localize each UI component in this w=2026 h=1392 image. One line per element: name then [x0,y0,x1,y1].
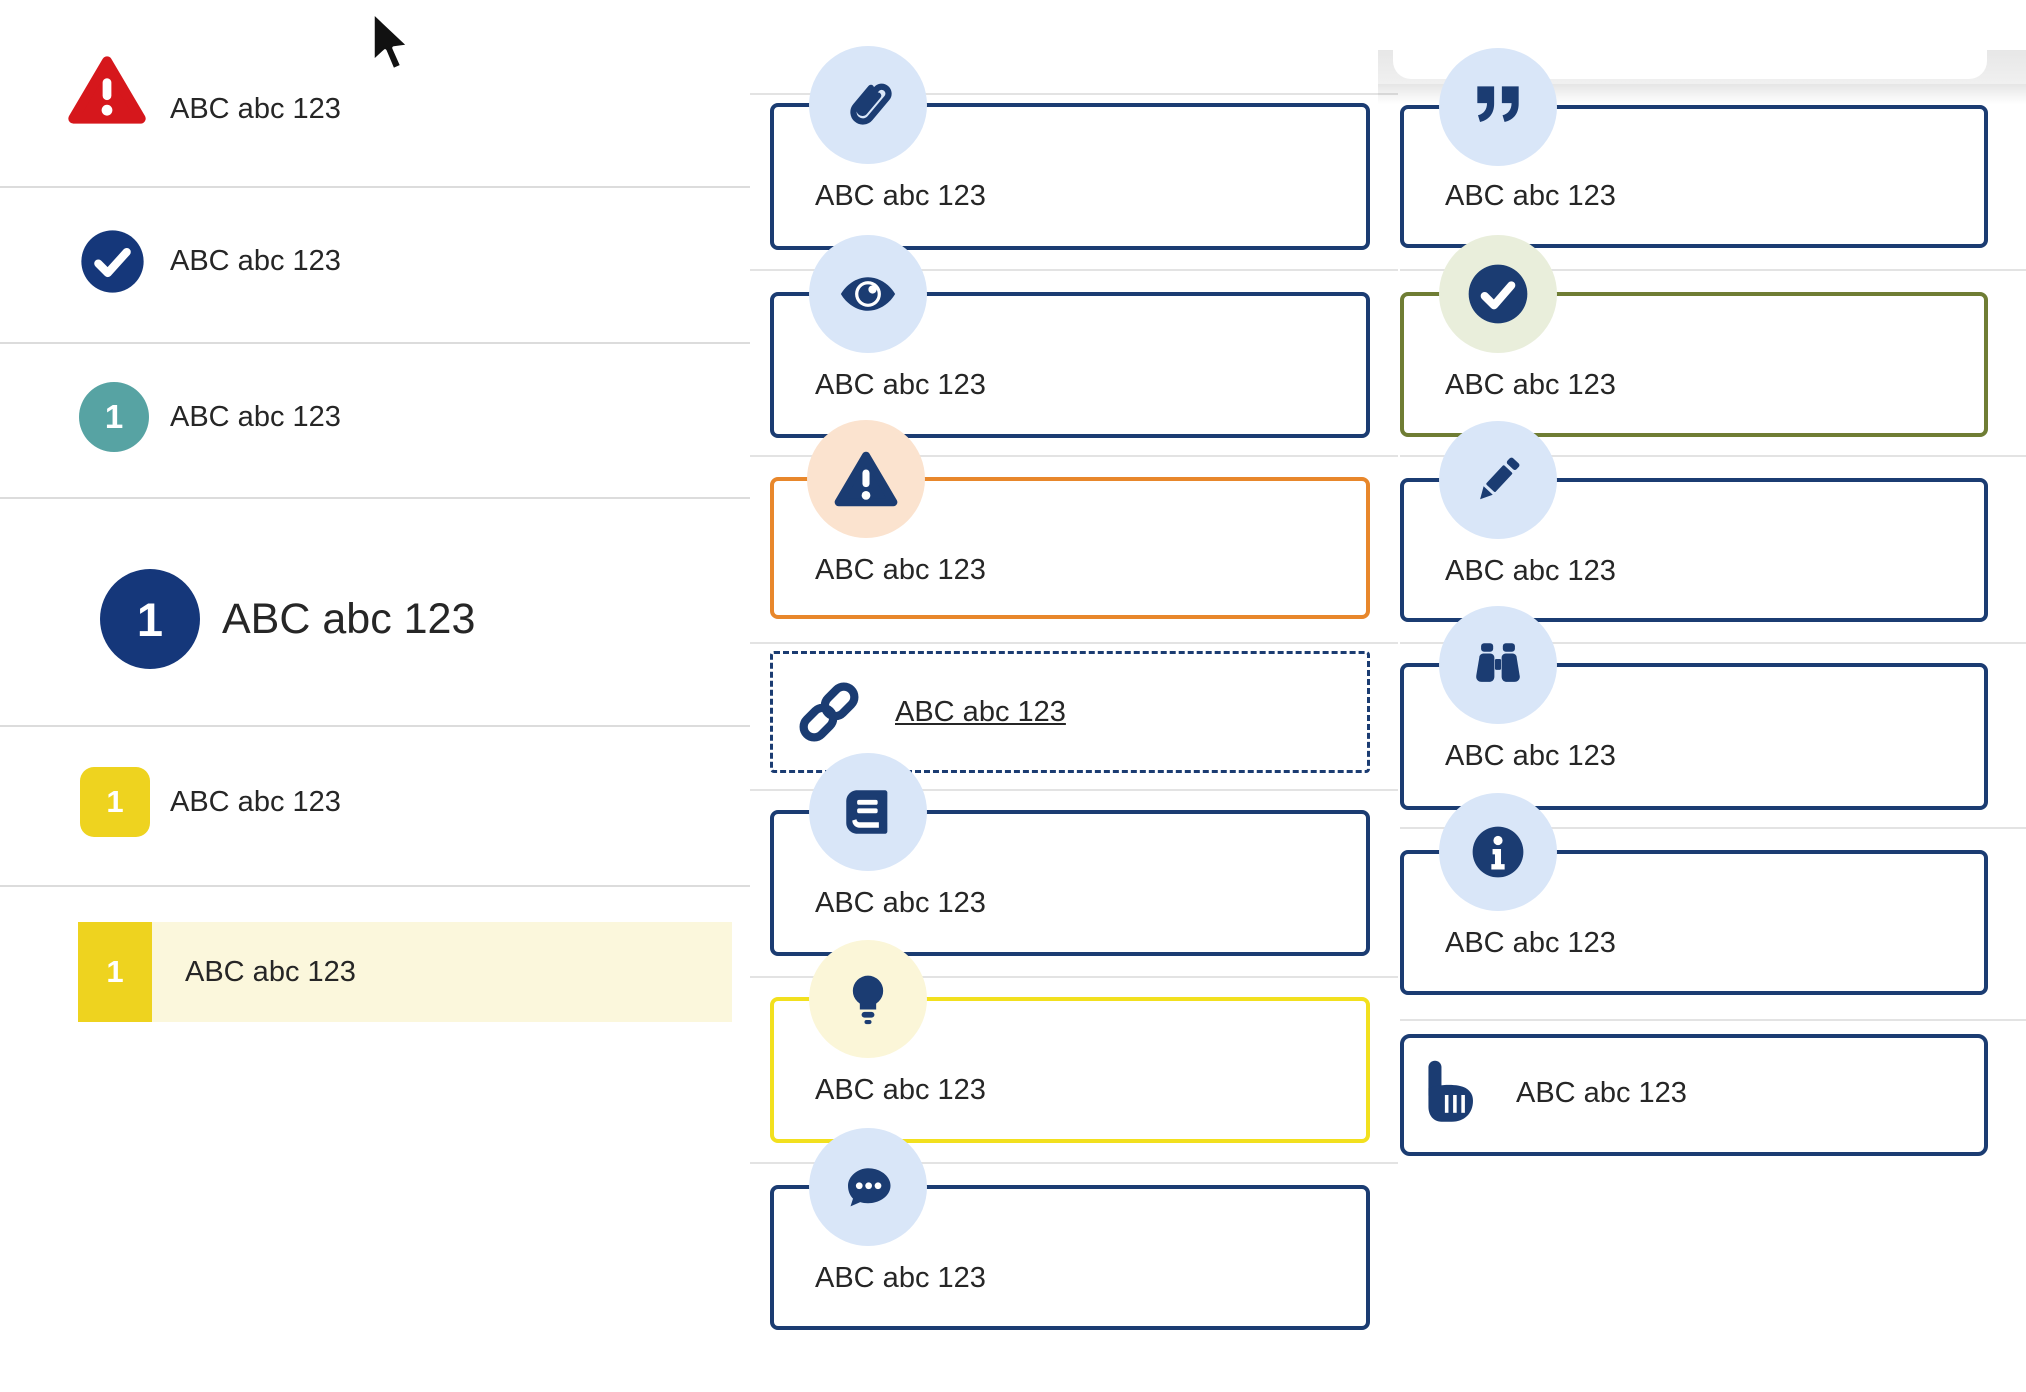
list-item-step-highlighted: 1 ABC abc 123 [0,922,750,1022]
callout-label: ABC abc 123 [815,887,986,919]
quote-icon [1439,48,1557,166]
step-number-badge: 1 [78,922,152,1022]
divider [750,976,1398,978]
callout-label: ABC abc 123 [1445,369,1616,401]
divider [1400,455,2026,457]
callout-action [1400,1034,1988,1156]
book-icon [809,753,927,871]
divider [1400,827,2026,829]
eye-icon [809,235,927,353]
divider [0,885,750,887]
divider [750,269,1398,271]
step-number-badge: 1 [79,382,149,452]
info-circle-icon [1439,793,1557,911]
list-item-label: ABC abc 123 [222,595,476,643]
callout-label: ABC abc 123 [815,180,986,212]
hand-pointer-icon [1416,1058,1482,1132]
divider [750,1162,1398,1164]
list-item-label: ABC abc 123 [185,956,356,988]
callout-label: ABC abc 123 [1445,740,1616,772]
callout-link-text[interactable]: ABC abc 123 [895,696,1066,728]
callout-label: ABC abc 123 [815,369,986,401]
callout-label: ABC abc 123 [815,1074,986,1106]
callout-label: ABC abc 123 [1445,927,1616,959]
divider [750,789,1398,791]
divider [0,497,750,499]
divider [1400,1019,2026,1021]
alert-triangle-icon [66,53,148,127]
lightbulb-icon [809,940,927,1058]
list-item-alert: ABC abc 123 [0,51,750,167]
divider [750,455,1398,457]
binoculars-icon [1439,606,1557,724]
list-item-label: ABC abc 123 [170,401,341,433]
highlight-band [152,922,732,1022]
list-item-step-teal: 1 ABC abc 123 [0,359,750,475]
link-icon [793,676,865,748]
divider [750,93,1398,95]
alert-triangle-icon [807,420,925,538]
paperclip-icon [809,46,927,164]
list-item-step-yellow: 1 ABC abc 123 [0,744,750,860]
divider [1400,269,2026,271]
divider [750,642,1398,644]
arrow-cursor [368,10,418,80]
divider [0,342,750,344]
callout-label: ABC abc 123 [1516,1077,1687,1109]
divider [0,725,750,727]
list-item-label: ABC abc 123 [170,786,341,818]
callout-label: ABC abc 123 [1445,180,1616,212]
check-circle-icon [80,229,145,294]
chat-bubble-icon [809,1128,927,1246]
callout-info [1400,850,1988,995]
divider [0,186,750,188]
step-number-badge: 1 [80,767,150,837]
list-item-step-large: 1 ABC abc 123 [0,561,750,677]
callout-label: ABC abc 123 [815,554,986,586]
pencil-icon [1439,421,1557,539]
step-number-badge: 1 [100,569,200,669]
callout-label: ABC abc 123 [1445,555,1616,587]
callout-label: ABC abc 123 [815,1262,986,1294]
check-circle-icon [1439,235,1557,353]
list-item-label: ABC abc 123 [170,245,341,277]
callout-link [770,651,1370,773]
list-item-check: ABC abc 123 [0,203,750,319]
divider [1400,642,2026,644]
list-item-label: ABC abc 123 [170,93,341,125]
